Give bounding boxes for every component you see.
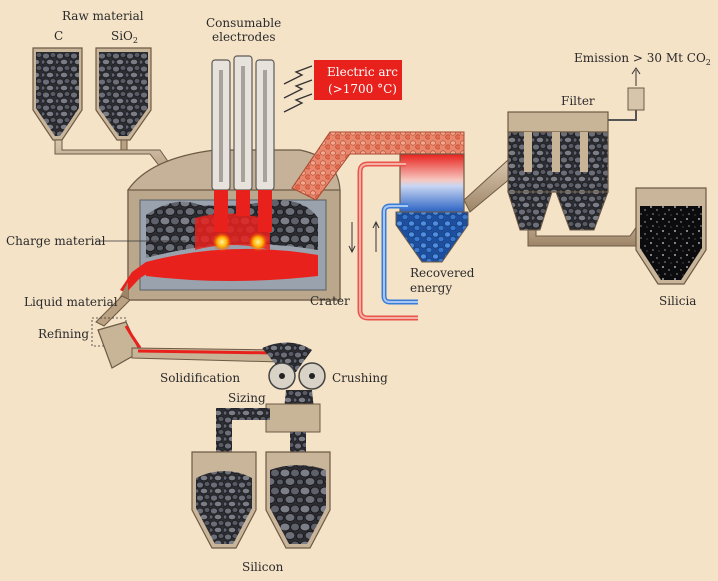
liquid-material-label: Liquid material xyxy=(24,295,118,309)
silica-feed-subscript: 2 xyxy=(133,36,138,45)
molten-pool xyxy=(146,248,318,281)
silicon-label: Silicon xyxy=(242,560,284,574)
arc-furnace xyxy=(95,149,341,327)
crater-label: Crater xyxy=(310,294,350,308)
refining-ladle xyxy=(91,317,281,369)
sizing-label: Sizing xyxy=(228,391,266,405)
carbon-label: C xyxy=(54,29,63,43)
filter-unit xyxy=(507,67,661,247)
silicia-label: Silicia xyxy=(659,294,696,308)
electrodes-label-2: electrodes xyxy=(212,30,276,44)
heat-exchanger xyxy=(348,153,469,321)
crushing-label: Crushing xyxy=(332,371,388,385)
recovered-energy-label-2: energy xyxy=(410,281,452,295)
raw-material-hoppers xyxy=(32,47,189,191)
svg-text:SiO2: SiO2 xyxy=(111,29,138,45)
labels: Raw material C SiO2 Consumable electrode… xyxy=(6,9,711,574)
refining-label: Refining xyxy=(38,327,89,341)
emission-subscript: 2 xyxy=(706,58,711,67)
electric-arc-callout xyxy=(283,60,402,113)
recovered-energy-label-1: Recovered xyxy=(410,266,475,280)
charge-material-label: Charge material xyxy=(6,234,106,248)
solidification-label: Solidification xyxy=(160,371,240,385)
electric-arc-label-2: (>1700 °C) xyxy=(328,82,397,96)
raw-material-label: Raw material xyxy=(62,9,144,23)
silicia-hopper xyxy=(635,187,707,285)
electric-arc-label-1: Electric arc xyxy=(327,65,398,79)
sizing-and-silos xyxy=(191,403,331,549)
lightning-icon xyxy=(283,65,313,113)
filter-label: Filter xyxy=(561,94,595,108)
emission-label: Emission > 30 Mt CO xyxy=(574,51,706,65)
silica-feed-label: SiO xyxy=(111,29,133,43)
electrodes-label-1: Consumable xyxy=(206,16,281,30)
consumable-electrodes xyxy=(211,55,275,232)
svg-text:Emission > 30 Mt CO2: Emission > 30 Mt CO2 xyxy=(574,51,711,67)
